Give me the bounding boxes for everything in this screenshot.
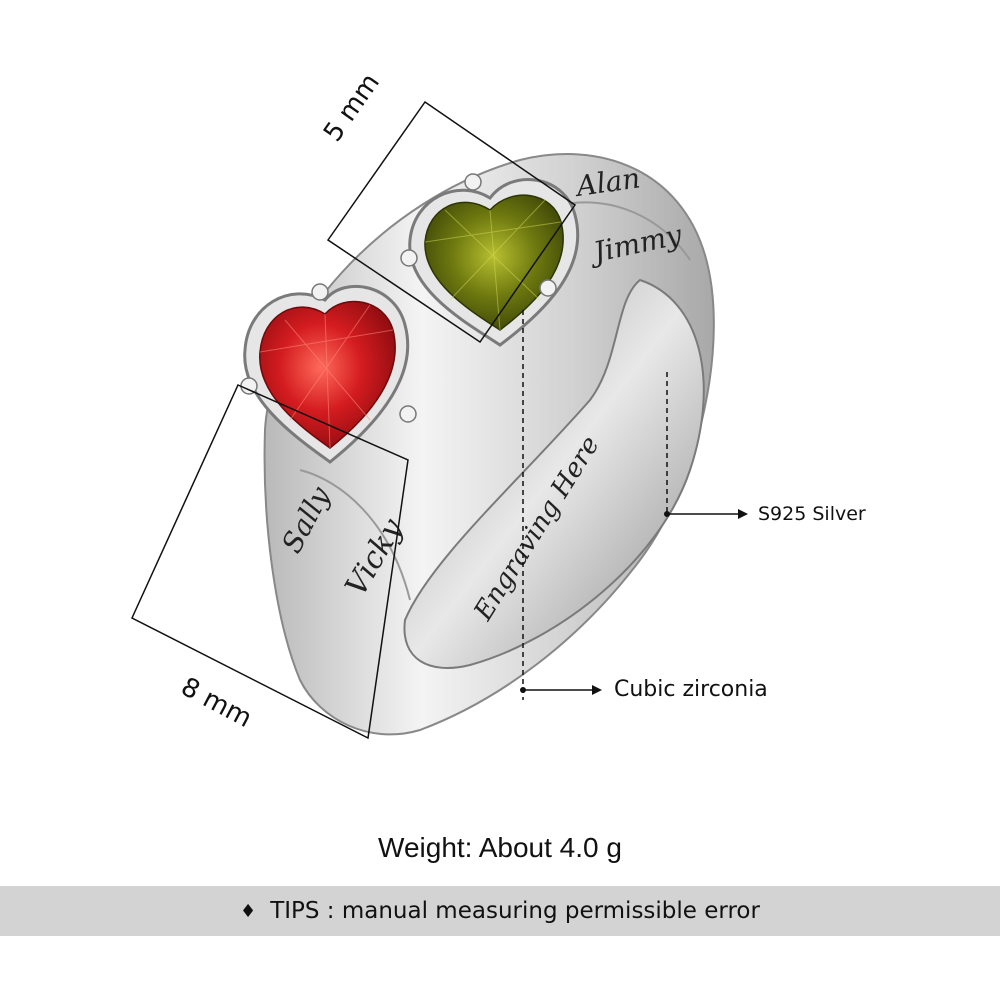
green-heart-facets xyxy=(424,199,562,331)
stone-type-label: Cubic zirconia xyxy=(614,677,768,702)
material-label: S925 Silver xyxy=(758,503,866,525)
tips-text: TIPS : manual measuring permissible erro… xyxy=(270,898,760,924)
band-groove xyxy=(299,469,411,601)
stone-callout-arrow xyxy=(520,685,602,695)
diamond-bullet-icon: ♦ xyxy=(240,900,257,922)
material-callout-arrow xyxy=(664,509,748,519)
band-groove-top xyxy=(559,201,691,261)
prongs xyxy=(240,173,557,423)
red-heart-facets xyxy=(259,304,394,449)
stone-size-dimension-box xyxy=(326,100,577,344)
ring-inner-surface xyxy=(403,278,705,669)
band-width-dimension-box xyxy=(131,384,409,740)
weight-text: Weight: About 4.0 g xyxy=(378,832,622,863)
tips-bar: ♦ TIPS : manual measuring permissible er… xyxy=(0,886,1000,936)
